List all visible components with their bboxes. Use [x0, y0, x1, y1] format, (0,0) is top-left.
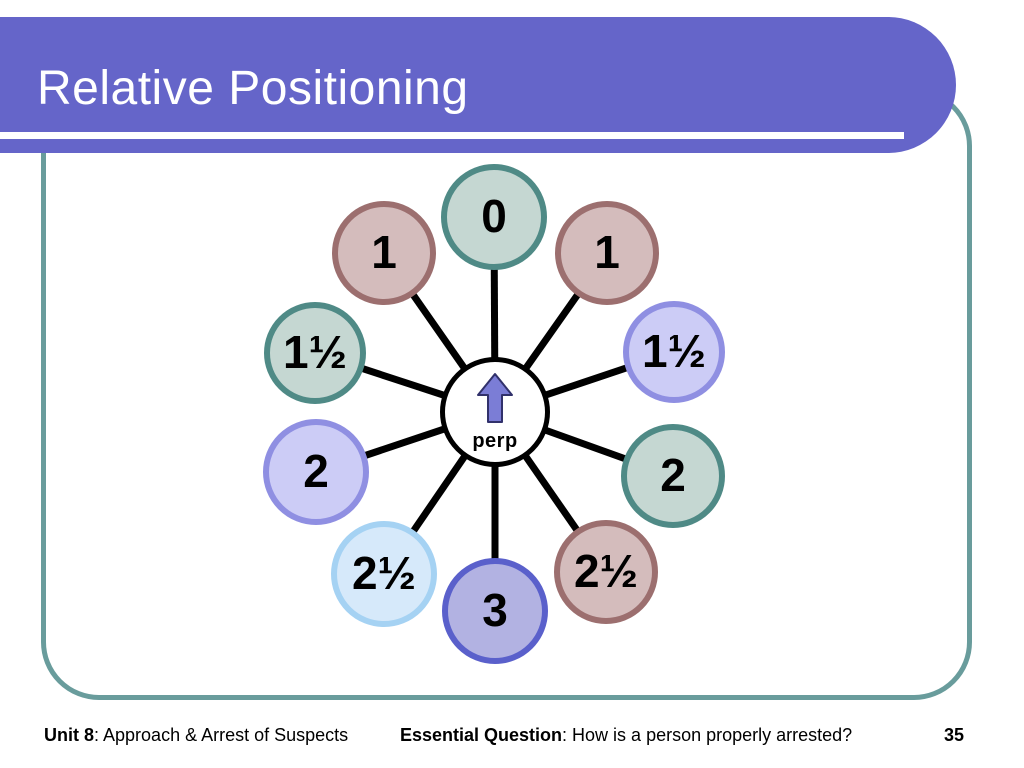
distance-circle: 2 [263, 419, 369, 525]
footer-unit-bold: Unit 8 [44, 725, 95, 745]
banner-underline [0, 132, 904, 139]
perp-label: perp [472, 429, 518, 452]
title-banner: Relative Positioning [0, 17, 956, 153]
distance-circle: 1½ [623, 301, 725, 403]
footer-question-text: : How is a person properly arrested? [562, 725, 853, 745]
slide-footer: Unit 8: Approach & Arrest of Suspects Es… [0, 725, 1024, 751]
distance-circle: 2½ [331, 521, 437, 627]
distance-circle: 2 [621, 424, 725, 528]
perp-center-circle: perp [440, 357, 550, 467]
up-arrow-icon [476, 372, 514, 429]
distance-circle: 0 [441, 164, 547, 270]
distance-circle: 1 [555, 201, 659, 305]
distance-circle: 3 [442, 558, 548, 664]
distance-circle: 1½ [264, 302, 366, 404]
footer-unit: Unit 8: Approach & Arrest of Suspects [44, 725, 348, 746]
slide-title: Relative Positioning [37, 62, 469, 115]
page-number: 35 [943, 725, 964, 745]
distance-circle: 1 [332, 201, 436, 305]
footer-unit-text: : Approach & Arrest of Suspects [94, 725, 349, 745]
footer-question-bold: Essential Question [400, 725, 563, 745]
distance-circle: 2½ [554, 520, 658, 624]
footer-essential-question: Essential Question: How is a person prop… [400, 725, 852, 746]
